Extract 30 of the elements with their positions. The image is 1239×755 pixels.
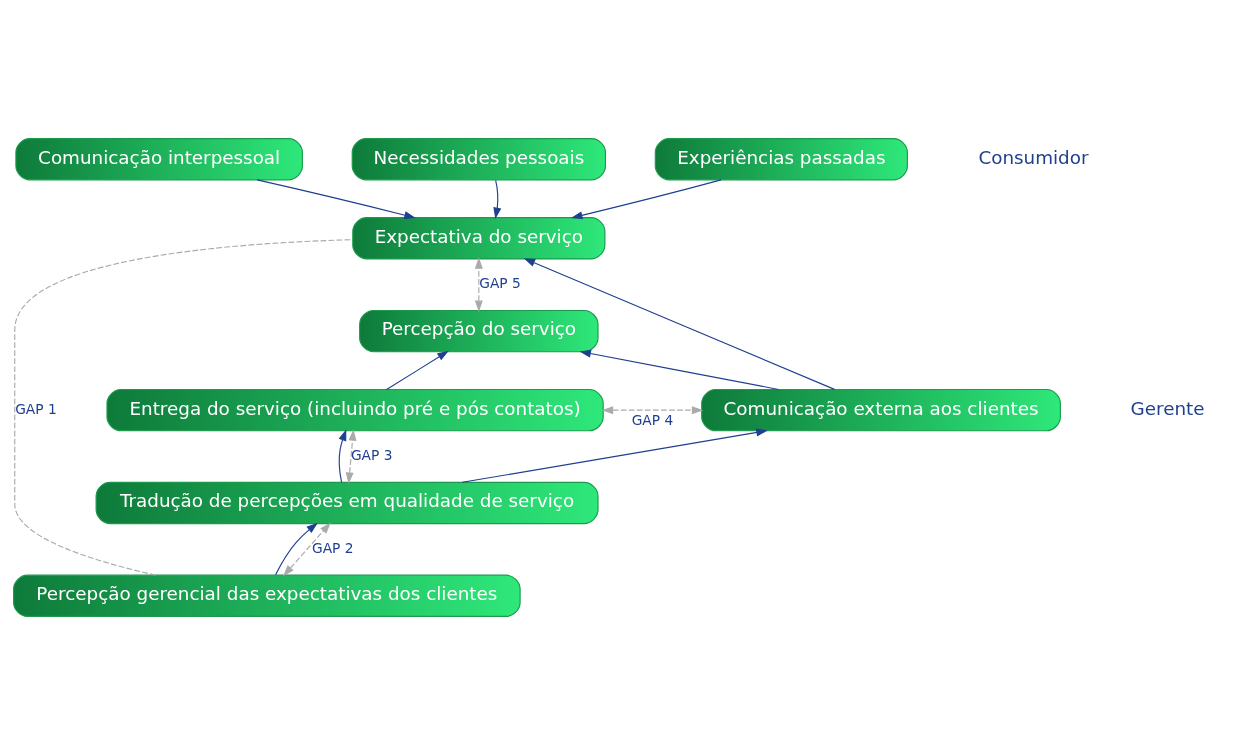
arrow — [601, 406, 704, 415]
edge-label: GAP 2 — [312, 539, 354, 556]
arrow — [571, 179, 722, 220]
node-box: Tradução de percepções em qualidade de serviço — [95, 481, 599, 525]
edge-label: GAP 5 — [479, 275, 521, 292]
arrow — [386, 350, 449, 390]
node-box: Percepção do serviço — [359, 309, 599, 353]
node-box: Percepção gerencial das expectativas dos clientes — [13, 574, 521, 617]
arrow — [461, 428, 768, 483]
arrow — [283, 522, 331, 577]
node-box: Expectativa do serviço — [352, 217, 606, 260]
arrow — [523, 258, 836, 390]
arrow — [345, 429, 357, 484]
arrow — [579, 349, 780, 390]
node-box: Necessidades pessoais — [351, 138, 607, 181]
arrow — [338, 429, 347, 483]
node-box: Comunicação externa aos clientes — [701, 388, 1061, 432]
connector — [14, 239, 354, 576]
label: Gerente — [1130, 397, 1205, 419]
edge-label: GAP 4 — [631, 411, 674, 428]
label: Consumidor — [978, 146, 1089, 168]
edge-label: GAP 1 — [15, 400, 57, 417]
arrow — [474, 257, 483, 313]
arrow — [493, 179, 502, 220]
node-box: Comunicação interpessoal — [15, 138, 303, 181]
node-box: Entrega do serviço (incluindo pré e pós contatos) — [106, 388, 604, 432]
edge-label: GAP 3 — [350, 447, 393, 464]
node-box: Experiências passadas — [654, 138, 908, 181]
arrow — [256, 179, 416, 220]
arrow — [275, 522, 318, 576]
